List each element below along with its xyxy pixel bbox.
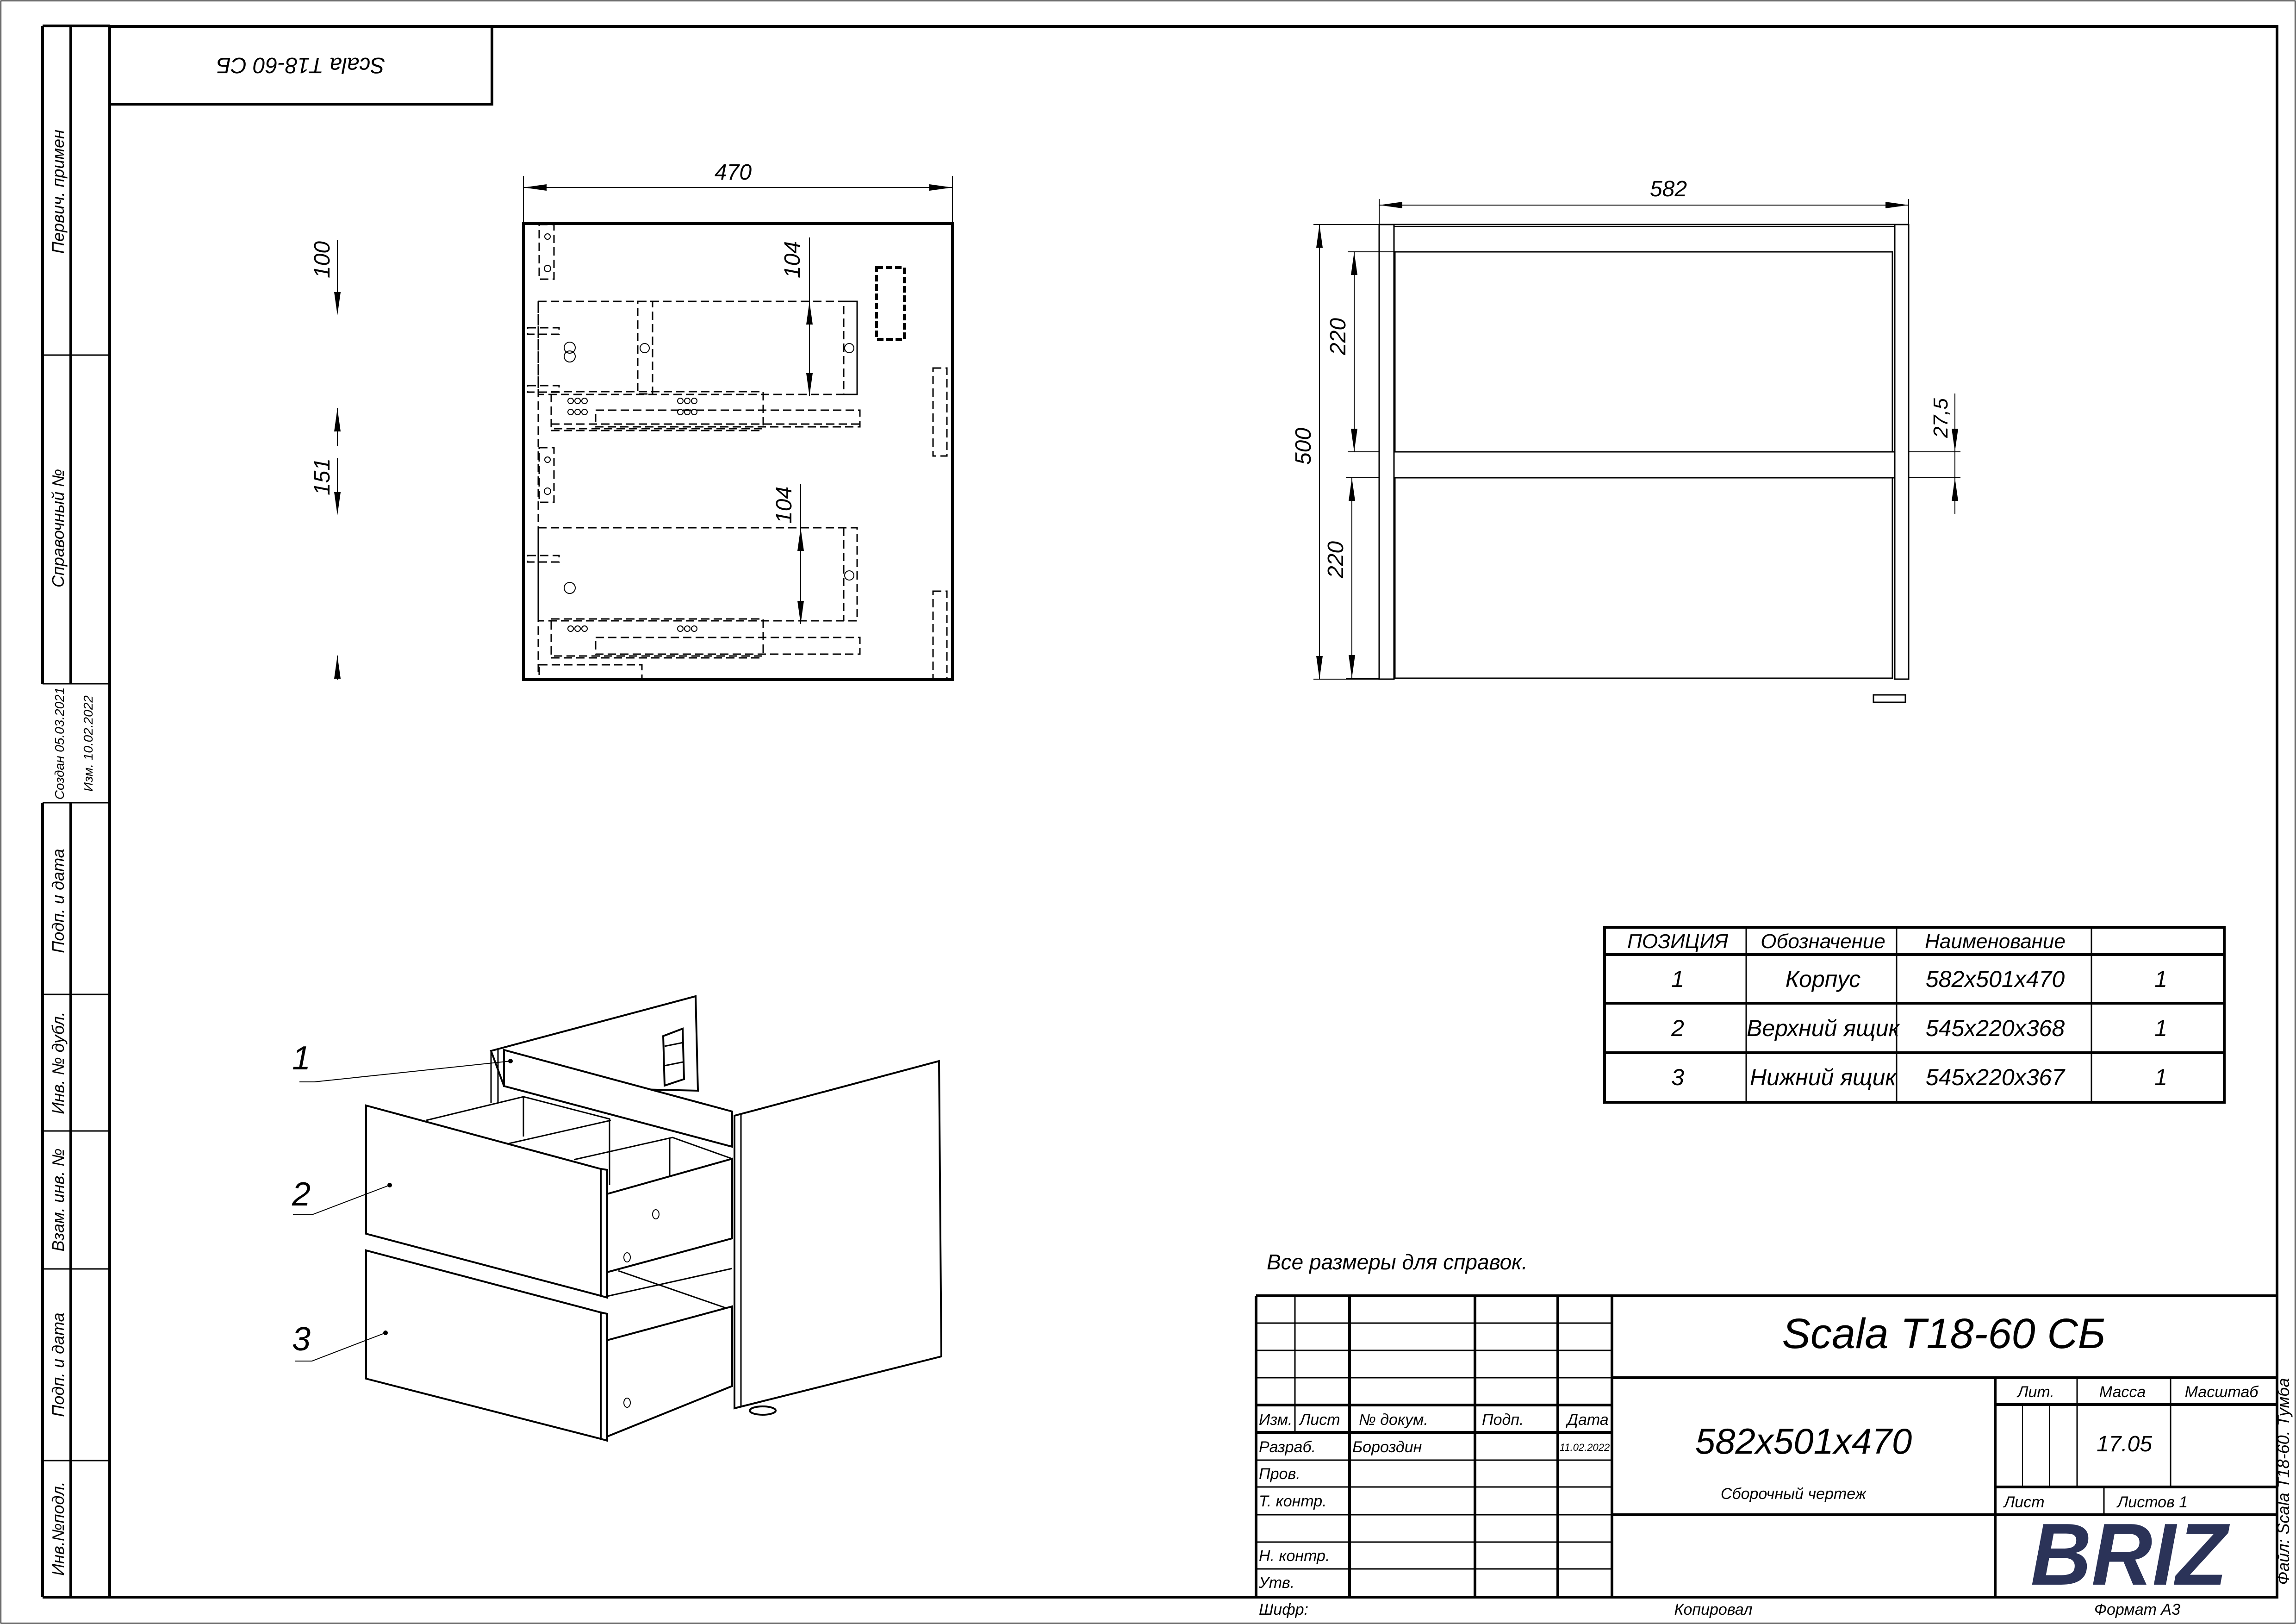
side-view: 470 100 151 104 104	[310, 160, 954, 681]
dim-220-lower: 220	[1324, 541, 1348, 579]
table-row: 2 Верхний ящик 545x220x368 1	[1671, 1015, 2167, 1041]
dim-220-upper: 220	[1326, 318, 1350, 356]
top-rail	[503, 1049, 733, 1148]
left-side-panel	[1378, 224, 1395, 680]
sheets-count: Листов 1	[2116, 1493, 2188, 1511]
dim-27-5: 27,5	[1929, 398, 1952, 438]
scale-label: Масштаб	[2185, 1383, 2259, 1401]
spec-cell: 3	[1671, 1064, 1684, 1090]
col-header-sheet: Лист	[1299, 1411, 1340, 1429]
col-header-sign: Подп.	[1482, 1411, 1524, 1429]
spec-cell: Нижний ящик	[1750, 1064, 1897, 1090]
spec-cell: 582x501x470	[1926, 966, 2065, 992]
title-doc-type: Сборочный чертеж	[1721, 1485, 1867, 1503]
format-label: Формат А3	[2094, 1601, 2180, 1618]
side-panel-outline	[522, 222, 954, 681]
dim-500: 500	[1291, 428, 1316, 465]
title-dimensions: 582x501x470	[1695, 1421, 1912, 1462]
table-row: 1 Корпус 582x501x470 1	[1671, 966, 2167, 992]
file-label: Файл: Scala T18-60. Тумба	[2274, 1378, 2293, 1585]
spec-cell: 1	[2154, 1015, 2167, 1041]
reference-note: Все размеры для справок.	[1267, 1250, 1528, 1274]
strip-label-sign-date-2: Подп. и дата	[49, 1312, 68, 1417]
role-norm-control: Н. контр.	[1259, 1547, 1330, 1565]
dim-582: 582	[1650, 177, 1687, 201]
spec-cell: Корпус	[1786, 966, 1861, 992]
dim-100: 100	[310, 241, 335, 278]
strip-modified: Изм. 10.02.2022	[81, 695, 95, 792]
spec-cell: 545x220x367	[1926, 1064, 2066, 1090]
wall-mount-bracket	[662, 1027, 685, 1087]
developer-name: Бороздин	[1352, 1438, 1422, 1456]
lit-label: Лит.	[2016, 1383, 2054, 1401]
drawing-frame	[108, 25, 2278, 1599]
sheet-label: Лист	[2003, 1493, 2045, 1511]
left-strip: Первич. примен Справочный № Создан 05.03…	[41, 25, 110, 1599]
role-tech-control: Т. контр.	[1259, 1493, 1327, 1510]
dim-104-lower: 104	[772, 487, 796, 524]
right-side-panel	[1894, 224, 1910, 680]
role-approved: Утв.	[1258, 1574, 1294, 1592]
table-row: 3 Нижний ящик 545x220x367 1	[1671, 1064, 2167, 1090]
callout-1: 1	[292, 1040, 311, 1077]
strip-label-orig-inv: Инв.№подл.	[49, 1481, 68, 1575]
corner-stamp: Scala T18-60 СБ	[108, 25, 493, 106]
spec-cell: 545x220x368	[1926, 1015, 2065, 1041]
col-header-doc-no: № докум.	[1359, 1411, 1428, 1429]
strip-label-sign-date-1: Подп. и дата	[49, 849, 68, 953]
corner-stamp-label: Scala T18-60 СБ	[217, 53, 386, 77]
developer-date: 11.02.2022	[1560, 1442, 1610, 1453]
strip-label-replace-inv: Взам. инв. №	[49, 1149, 68, 1252]
cipher-label: Шифр:	[1259, 1601, 1308, 1618]
front-view: 582 500 220 220 27,5	[1291, 177, 1960, 703]
spec-header-designation: Обозначение	[1761, 930, 1885, 953]
spec-cell: 2	[1671, 1015, 1684, 1041]
role-checker: Пров.	[1259, 1465, 1300, 1483]
strip-label-dup-inv: Инв. № дубл.	[49, 1012, 68, 1114]
col-header-change: Изм.	[1259, 1411, 1293, 1429]
leg-foot	[1873, 694, 1906, 703]
lower-drawer-side	[606, 1305, 733, 1438]
strip-label-reference-no: Справочный №	[49, 469, 68, 587]
role-developer: Разраб.	[1259, 1438, 1316, 1456]
strip-label-first-use: Первич. примен	[49, 130, 68, 254]
upper-drawer-front	[1394, 251, 1893, 453]
spec-cell: 1	[1671, 966, 1684, 992]
dim-470: 470	[715, 160, 752, 185]
col-header-date: Дата	[1565, 1411, 1609, 1429]
spec-cell: 1	[2154, 1064, 2167, 1090]
spec-cell: Верхний ящик	[1747, 1015, 1900, 1041]
title-designation: Scala T18-60 СБ	[1782, 1310, 2105, 1357]
title-block: Scala T18-60 СБ 582x501x470 Сборочный че…	[1255, 1294, 2293, 1618]
upper-drawer-side	[606, 1157, 733, 1274]
mass-label: Масса	[2099, 1383, 2146, 1401]
leg	[749, 1405, 777, 1416]
briz-logo: BRIZ	[2031, 1505, 2230, 1604]
mass-value: 17.05	[2097, 1432, 2152, 1456]
dim-104-upper: 104	[780, 241, 805, 278]
callout-2: 2	[292, 1176, 311, 1213]
strip-created: Создан 05.03.2021	[52, 687, 67, 800]
spec-table: ПОЗИЦИЯ Обозначение Наименование 1 Корпу…	[1603, 926, 2226, 1104]
spec-header-row: ПОЗИЦИЯ Обозначение Наименование	[1627, 930, 2066, 953]
callout-3: 3	[292, 1321, 311, 1358]
isometric-view: 1 2 3	[292, 995, 943, 1442]
dim-151: 151	[310, 458, 335, 495]
spec-header-position: ПОЗИЦИЯ	[1627, 930, 1729, 953]
copied-label: Копировал	[1674, 1601, 1752, 1618]
spec-header-name: Наименование	[1925, 930, 2066, 953]
spec-cell: 1	[2154, 966, 2167, 992]
lower-drawer-front	[1394, 477, 1893, 679]
right-side-panel-iso	[734, 1060, 943, 1410]
